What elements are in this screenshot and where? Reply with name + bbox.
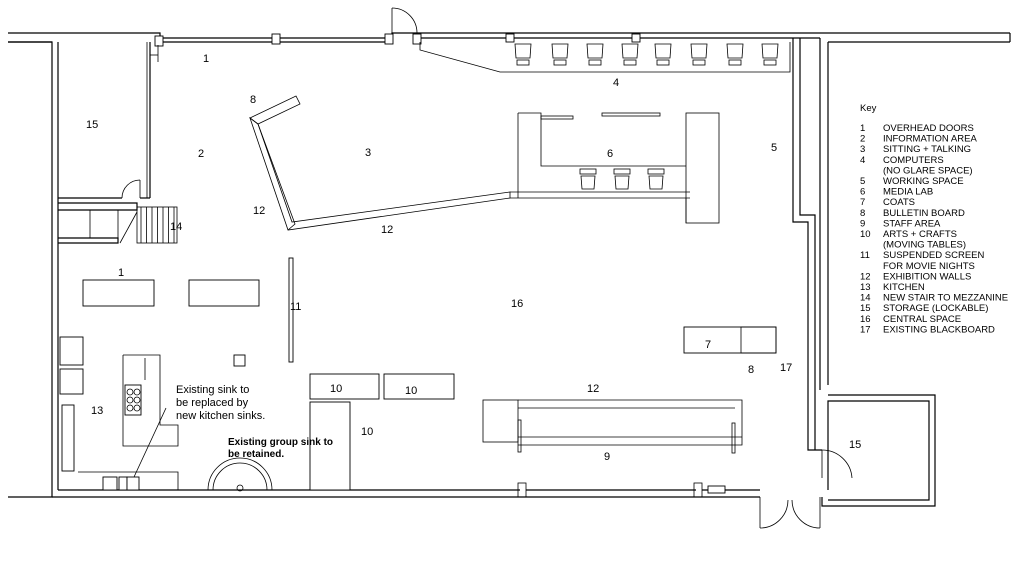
key-item-number: 5	[860, 176, 865, 187]
sink-note-line-2: be replaced by	[176, 397, 249, 409]
tables-1	[82, 279, 260, 307]
label-3: 3	[365, 147, 371, 159]
key-item-text: EXHIBITION WALLS	[883, 271, 971, 282]
column	[233, 354, 246, 367]
arts-tables	[309, 373, 455, 491]
key-item-number: 1	[860, 123, 865, 134]
key-item-text: SUSPENDED SCREEN	[883, 250, 984, 261]
media-station	[613, 168, 631, 190]
key-item-text: FOR MOVIE NIGHTS	[883, 261, 975, 272]
label-16: 16	[511, 298, 523, 310]
computer-station	[726, 43, 744, 66]
key-item-text: (NO GLARE SPACE)	[883, 165, 973, 176]
key-item-text: (MOVING TABLES)	[883, 240, 966, 251]
key-item-number: 2	[860, 134, 865, 145]
key-item-number: 4	[860, 155, 865, 166]
key-item-text: KITCHEN	[883, 282, 925, 293]
label-14: 14	[170, 221, 182, 233]
label-1-top: 1	[203, 53, 209, 65]
sink-note-line-3: new kitchen sinks.	[176, 410, 265, 422]
label-6: 6	[607, 148, 613, 160]
computer-desk	[419, 42, 791, 73]
label-12-low: 12	[587, 383, 599, 395]
media-lab	[517, 112, 720, 224]
label-13: 13	[91, 405, 103, 417]
key-item-number: 7	[860, 197, 865, 208]
computer-station	[621, 43, 639, 66]
kitchen	[59, 336, 179, 491]
top-door	[391, 7, 418, 34]
annotations: Existing sink to be replaced by new kitc…	[176, 384, 333, 460]
key-item-number: 14	[860, 293, 871, 304]
key-item-text: COATS	[883, 197, 915, 208]
top-wall-posts	[154, 33, 641, 47]
key-item-text: MEDIA LAB	[883, 187, 933, 198]
key-item-number: 16	[860, 314, 871, 325]
label-2: 2	[198, 148, 204, 160]
key-item-number: 3	[860, 144, 865, 155]
label-15-left: 15	[86, 119, 98, 131]
label-10-c: 10	[361, 426, 373, 438]
group-sink-note-line-2: be retained.	[228, 449, 284, 460]
label-1-mid: 1	[118, 267, 124, 279]
key-item-text: OVERHEAD DOORS	[883, 123, 974, 134]
key-item-number: 17	[860, 324, 871, 335]
key-title: Key	[860, 103, 877, 114]
label-8-top: 8	[250, 94, 256, 106]
label-4: 4	[613, 77, 619, 89]
group-sink	[207, 457, 273, 492]
label-10-a: 10	[330, 383, 342, 395]
group-sink-note-line-1: Existing group sink to	[228, 437, 333, 448]
label-9: 9	[604, 451, 610, 463]
key-item-number: 9	[860, 218, 865, 229]
computer-station	[690, 43, 708, 66]
coats	[683, 326, 777, 354]
computer-station	[514, 43, 532, 66]
key-item-number: 11	[860, 250, 870, 261]
label-15-right: 15	[849, 439, 861, 451]
key-item-number: 12	[860, 271, 871, 282]
key-item-number: 15	[860, 303, 871, 314]
label-10-b: 10	[405, 385, 417, 397]
key-item-number: 10	[860, 229, 871, 240]
key-item-text: SITTING + TALKING	[883, 144, 971, 155]
key-item-text: COMPUTERS	[883, 155, 944, 166]
label-5: 5	[771, 142, 777, 154]
label-12-left: 12	[253, 205, 265, 217]
storage-right-door	[821, 449, 853, 479]
entry-door	[759, 497, 821, 529]
computer-station	[551, 43, 569, 66]
mezzanine-stair	[58, 202, 178, 244]
label-17: 17	[780, 362, 792, 374]
label-8-right: 8	[748, 364, 754, 376]
key-item-text: STAFF AREA	[883, 218, 941, 229]
key-item-text: STORAGE (LOCKABLE)	[883, 303, 988, 314]
key-item-number: 8	[860, 208, 865, 219]
key-item-text: INFORMATION AREA	[883, 134, 977, 145]
exhibition-wall-angled	[249, 95, 690, 231]
label-12-mid: 12	[381, 224, 393, 236]
key-item-text: WORKING SPACE	[883, 176, 964, 187]
sink-note-line-1: Existing sink to	[176, 384, 249, 396]
key-legend: Key 1 OVERHEAD DOORS 2 INFORMATION AREA 3 SIT…	[860, 103, 1008, 335]
suspended-screen	[288, 257, 294, 363]
computer-station	[586, 43, 604, 66]
key-item-text: CENTRAL SPACE	[883, 314, 961, 325]
key-item-number: 6	[860, 187, 865, 198]
room-labels: 1 1 2 3 4 5 6 7 8 8 9 10 10 10 11 12 12 …	[86, 53, 861, 463]
computer-station	[761, 43, 779, 66]
storage-left	[58, 42, 159, 199]
key-item-text: NEW STAIR TO MEZZANINE	[883, 293, 1008, 304]
label-11: 11	[290, 301, 301, 313]
media-station	[579, 168, 597, 190]
key-item-number: 13	[860, 282, 871, 293]
computer-station	[654, 43, 672, 66]
key-item-text: ARTS + CRAFTS	[883, 229, 957, 240]
key-item-text: EXISTING BLACKBOARD	[883, 324, 995, 335]
media-station	[647, 168, 665, 190]
exhibition-wall-lower	[482, 399, 743, 494]
label-7: 7	[705, 339, 711, 351]
key-item-text: BULLETIN BOARD	[883, 208, 965, 219]
